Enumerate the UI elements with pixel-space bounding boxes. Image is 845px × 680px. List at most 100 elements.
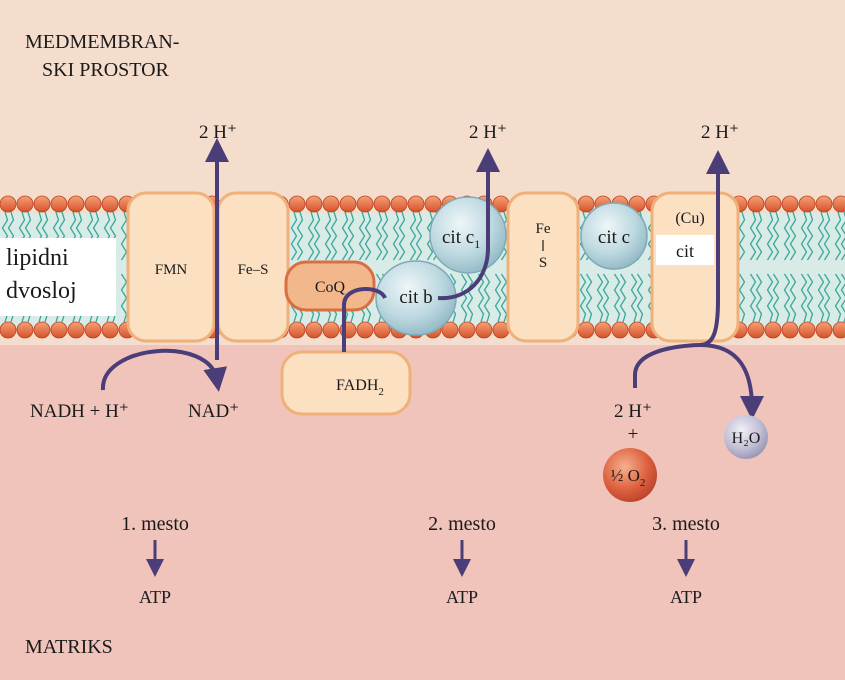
lipid-tail [313, 211, 321, 261]
lipid-head [764, 195, 782, 213]
matrix-label: MATRIKS [25, 636, 113, 658]
lipid-tail [392, 211, 400, 261]
fe-label: Fe [536, 221, 551, 237]
lipid-head [84, 321, 102, 339]
lipid-tail [381, 211, 389, 261]
lipid-head [577, 321, 595, 339]
lipid-head [407, 195, 425, 213]
complex-fe-s-2 [506, 191, 580, 343]
lipid-tail [789, 273, 797, 323]
lipid-tail [630, 273, 638, 323]
intermembrane-label-line2: SKI PROSTOR [42, 59, 170, 81]
cit-c-sphere [580, 202, 648, 270]
lipid-tail [460, 273, 468, 323]
lipid-head [67, 195, 85, 213]
proton-input-label: 2 H⁺ [614, 401, 652, 422]
lipid-tail [817, 211, 825, 261]
proton-label-3: 2 H⁺ [701, 122, 739, 143]
lipid-head [50, 321, 68, 339]
lipid-head [322, 195, 340, 213]
fadh2-label: FADH2 [336, 377, 384, 398]
atp-label-3: ATP [670, 587, 702, 607]
lipid-tail [596, 273, 604, 323]
plus-label: + [628, 424, 639, 445]
lipid-head [424, 195, 442, 213]
lipid-tail [290, 211, 298, 261]
proton-pump-arrow-2 [437, 148, 500, 301]
bilayer-label-patch [0, 238, 116, 316]
lipid-tail [636, 273, 644, 323]
lipid-tail [398, 211, 406, 261]
lipid-head [628, 321, 646, 339]
fadh2-electron-path [342, 286, 387, 352]
lipid-tail [494, 273, 502, 323]
lipid-tail [817, 273, 825, 323]
lipid-tail [738, 273, 746, 323]
lipid-tail [307, 211, 315, 261]
bilayer-label-line2: dvosloj [6, 278, 77, 304]
lipid-tail [613, 273, 621, 323]
fmn-label: FMN [155, 262, 188, 278]
lipid-head [832, 321, 845, 339]
lipid-tail [375, 211, 383, 261]
lipid-head [781, 195, 799, 213]
lipid-tail [800, 211, 808, 261]
lipid-head [611, 321, 629, 339]
lipid-tail [823, 273, 831, 323]
lipid-head [50, 195, 68, 213]
lipid-tail [755, 273, 763, 323]
lipid-head [305, 321, 323, 339]
lipid-tail [766, 273, 774, 323]
lipid-head [577, 195, 595, 213]
nadh-label: NADH + H⁺ [30, 401, 129, 422]
lipid-head [764, 321, 782, 339]
lipid-tail [585, 273, 593, 323]
lipid-tail [415, 211, 423, 261]
lipid-tail [789, 211, 797, 261]
nadh-oxidation-arrow [100, 348, 227, 392]
lipid-head [815, 321, 833, 339]
lipid-head [101, 195, 119, 213]
lipid-tail [477, 273, 485, 323]
lipid-head [458, 321, 476, 339]
proton-label-1: 2 H⁺ [199, 122, 237, 143]
lipid-tail [766, 211, 774, 261]
lipid-tail [483, 273, 491, 323]
lipid-head [101, 321, 119, 339]
site-2-label: 2. mesto [428, 513, 496, 535]
lipid-tail [358, 211, 366, 261]
s-label: S [539, 255, 547, 271]
cit-c1-label: cit c1 [442, 227, 480, 251]
lipid-tail [619, 273, 627, 323]
cit-b-label: cit b [399, 287, 432, 308]
lipid-head [33, 195, 51, 213]
lipid-tail [800, 273, 808, 323]
lipid-head [84, 195, 102, 213]
cu-label: (Cu) [675, 210, 704, 227]
lipid-head [373, 321, 391, 339]
lipid-head [322, 321, 340, 339]
complex-fmn [126, 191, 216, 343]
lipid-tail [772, 211, 780, 261]
lipid-tail [330, 211, 338, 261]
lipid-head [356, 195, 374, 213]
lipid-tail [783, 273, 791, 323]
lipid-tail [738, 211, 746, 261]
lipid-tail [783, 211, 791, 261]
lipid-tail [409, 211, 417, 261]
lipid-tail [823, 211, 831, 261]
lipid-head [288, 195, 306, 213]
lipid-tail [466, 273, 474, 323]
proton-label-2: 2 H⁺ [469, 122, 507, 143]
cit-c-label: cit c [598, 227, 630, 248]
lipid-tail [364, 211, 372, 261]
lipid-tail [324, 211, 332, 261]
nad-label: NAD⁺ [188, 401, 239, 422]
matrix-background [0, 345, 845, 680]
oxygen-sphere [603, 448, 657, 502]
site-1-label: 1. mesto [121, 513, 189, 535]
cit-label-patch [656, 235, 714, 265]
coq-box [284, 260, 376, 312]
bilayer-label-line1: lipidni [6, 245, 69, 271]
